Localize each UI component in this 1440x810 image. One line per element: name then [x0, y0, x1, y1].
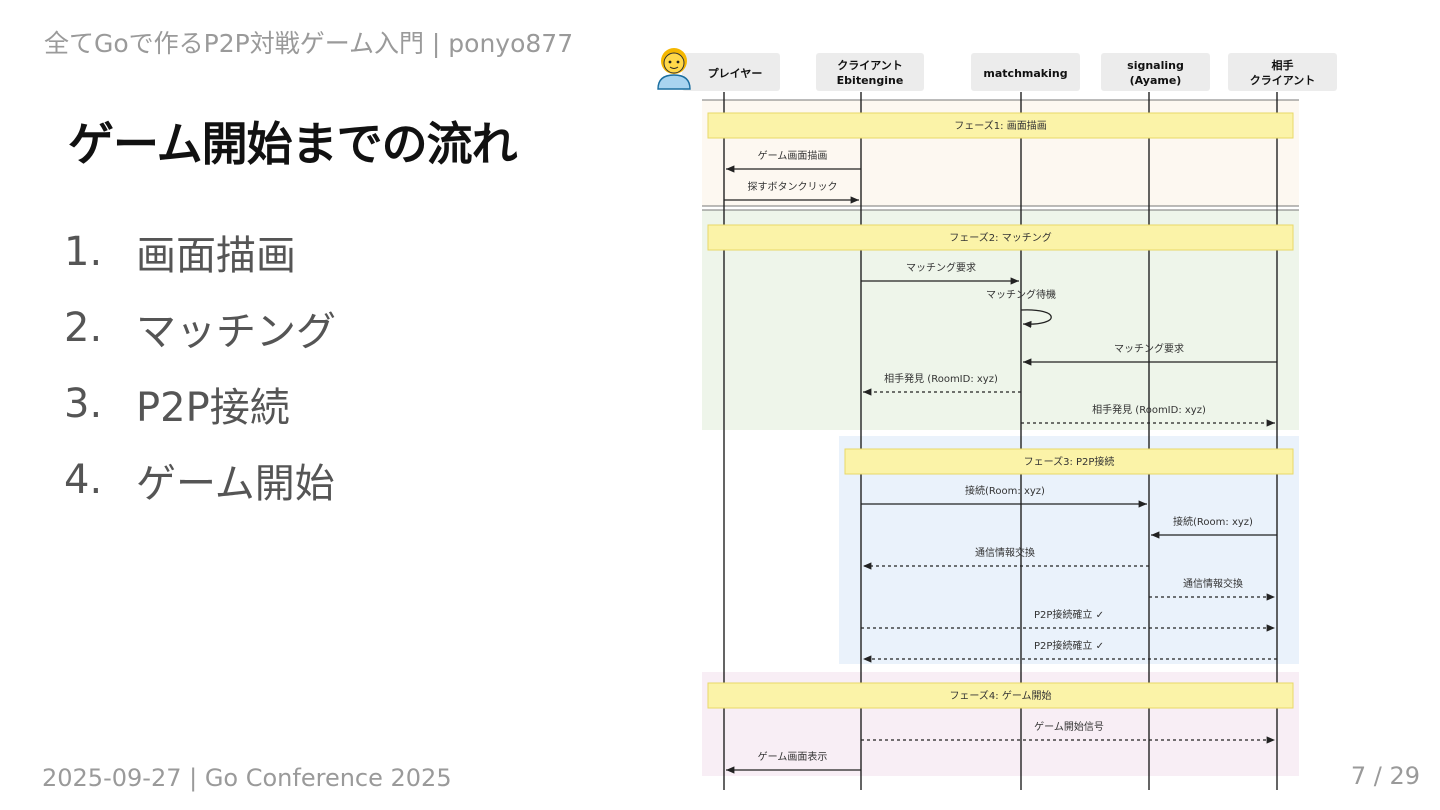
step-item: 4. ゲーム開始: [64, 442, 336, 518]
step-list: 1. 画面描画 2. マッチング 3. P2P接続 4. ゲーム開始: [64, 214, 336, 518]
message-label: ゲーム画面描画: [758, 149, 828, 162]
participant-label: プレイヤー: [708, 66, 763, 80]
participant-label: (Ayame): [1130, 74, 1182, 87]
phase-label: フェーズ3: P2P接続: [1024, 455, 1115, 468]
message-label: マッチング待機: [986, 288, 1056, 301]
step-number: 2.: [64, 305, 103, 351]
participant-label: Ebitengine: [837, 74, 904, 87]
step-label: マッチング: [136, 309, 336, 355]
step-label: P2P接続: [136, 385, 290, 431]
message-label: 接続(Room: xyz): [965, 484, 1045, 497]
participant-label: signaling: [1127, 59, 1184, 72]
step-label: 画面描画: [136, 233, 296, 279]
step-number: 3.: [64, 381, 103, 427]
person-icon: [657, 48, 691, 90]
step-item: 2. マッチング: [64, 290, 336, 366]
message-label: 通信情報交換: [975, 546, 1035, 559]
message-label: 相手発見 (RoomID: xyz): [884, 372, 998, 385]
message-label: P2P接続確立 ✓: [1034, 639, 1104, 652]
slide-title: ゲーム開始までの流れ: [68, 117, 518, 171]
step-number: 4.: [64, 457, 103, 503]
step-label: ゲーム開始: [136, 461, 335, 507]
participant-box: [816, 53, 924, 91]
phase-label-box: [707, 682, 1294, 709]
page-number: 7 / 29: [1350, 762, 1420, 790]
phase-label-box: [844, 448, 1294, 475]
step-item: 1. 画面描画: [64, 214, 336, 290]
participant-label: クライアント: [1250, 74, 1316, 87]
message-label: P2P接続確立 ✓: [1034, 608, 1104, 621]
participant-label: 相手: [1272, 58, 1294, 72]
phase-label: フェーズ4: ゲーム開始: [949, 689, 1051, 702]
phase-label-box: [707, 224, 1294, 251]
participant-box: [1101, 53, 1210, 91]
message-label: 通信情報交換: [1183, 577, 1243, 590]
message-label: マッチング要求: [906, 261, 976, 274]
participant-box: [971, 53, 1080, 91]
step-item: 3. P2P接続: [64, 366, 336, 442]
participant-box: [1228, 53, 1337, 91]
phase-label: フェーズ2: マッチング: [949, 231, 1051, 244]
phase-label: フェーズ1: 画面描画: [954, 119, 1046, 132]
message-label: 接続(Room: xyz): [1173, 515, 1253, 528]
slide-header: 全てGoで作るP2P対戦ゲーム入門 | ponyo877: [44, 29, 574, 58]
message-label: ゲーム画面表示: [758, 750, 828, 763]
message-label: 探すボタンクリック: [748, 180, 838, 193]
message-label: ゲーム開始信号: [1034, 720, 1104, 733]
message-arrow: [1020, 309, 1052, 329]
footer-event: 2025-09-27 | Go Conference 2025: [42, 764, 452, 792]
participant-box: [682, 53, 780, 91]
participant-label: matchmaking: [983, 67, 1067, 80]
step-number: 1.: [64, 229, 103, 275]
participant-label: クライアント: [837, 59, 903, 72]
message-label: マッチング要求: [1114, 342, 1184, 355]
phase-label-box: [707, 112, 1294, 139]
message-label: 相手発見 (RoomID: xyz): [1092, 403, 1206, 416]
